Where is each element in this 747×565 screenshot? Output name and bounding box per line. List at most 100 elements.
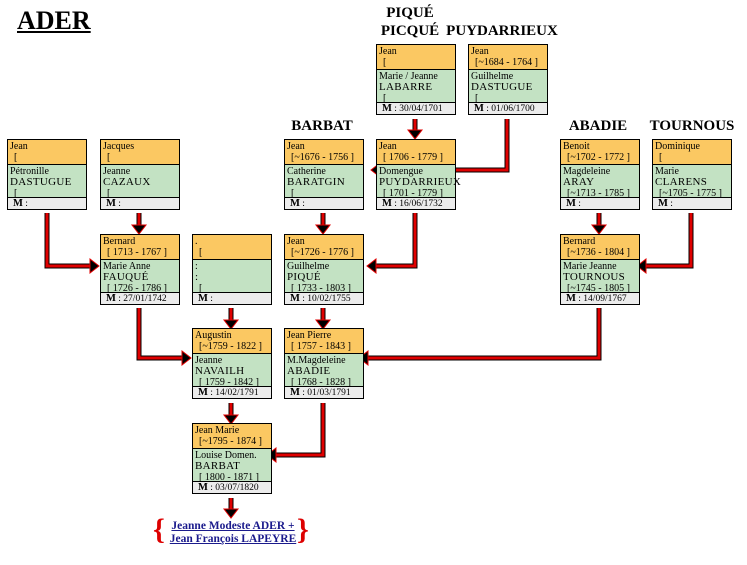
arrowhead-right (89, 257, 100, 275)
couple-box-puydarrieux[interactable]: Jean [ 1706 - 1779 ] Domengue PUYDARRIEU… (376, 139, 461, 210)
husband-section: Bernard [ 1713 - 1767 ] (101, 235, 179, 260)
marriage-row: M : 27/01/1742 (101, 293, 179, 304)
husband-section: Jacques [ (101, 140, 179, 165)
wife-dates: [ 1768 - 1828 ] (291, 377, 351, 388)
marriage-date: : (210, 294, 213, 304)
surname-label-abadie: ABADIE (568, 118, 628, 134)
couple-box-abadie[interactable]: Jean Pierre [ 1757 - 1843 ] M.Magdeleine… (284, 328, 364, 399)
marriage-row: M : 14/09/1767 (561, 293, 639, 304)
husband-dates: [ 1757 - 1843 ] (291, 341, 351, 352)
marriage-row: M : 16/06/1732 (377, 198, 455, 209)
couple-box-navailh[interactable]: Augustin [~1759 - 1822 ] Jeanne NAVAILH … (192, 328, 272, 399)
husband-dates: [ 1706 - 1779 ] (383, 152, 443, 163)
marriage-label: M (382, 103, 392, 114)
wife-dates: [ 1701 - 1779 ] (383, 188, 443, 199)
arrowhead-down (222, 414, 240, 425)
husband-section: Benoit [~1702 - 1772 ] (561, 140, 639, 165)
surname-label-puydarrieux: PUYDARRIEUX (446, 23, 558, 39)
couple-box-cazaux[interactable]: Jacques [ Jeanne CAZAUX [ M : (100, 139, 180, 210)
husband-dates: [~1795 - 1874 ] (199, 436, 262, 447)
marriage-row: M : (653, 198, 731, 209)
marriage-date: : 16/06/1732 (394, 199, 443, 209)
surname-pique: PIQUÉ (386, 5, 434, 21)
wife-section: Guilhelme DASTUGUE [ (469, 70, 547, 104)
husband-dates: [~1759 - 1822 ] (199, 341, 262, 352)
husband-dates: [~1702 - 1772 ] (567, 152, 630, 163)
descendants: Jeanne Modeste ADER + Jean François LAPE… (158, 520, 308, 546)
husband-name: Bernard (563, 236, 596, 247)
wife-section: Guilhelme PIQUÉ [ 1733 - 1803 ] (285, 260, 363, 294)
husband-section: Augustin [~1759 - 1822 ] (193, 329, 271, 354)
couple-box-tournous[interactable]: Bernard [~1736 - 1804 ] Marie Jeanne TOU… (560, 234, 640, 305)
arrowhead-down (406, 129, 424, 140)
couple-box-aray[interactable]: Benoit [~1702 - 1772 ] Magdeleine ARAY [… (560, 139, 640, 210)
right-brace-icon: } (297, 513, 309, 546)
husband-name: . (195, 236, 198, 247)
marriage-row: M : 14/02/1791 (193, 387, 271, 398)
wife-dates: [ 1800 - 1871 ] (199, 472, 259, 483)
wife-section: Domengue PUYDARRIEUX [ 1701 - 1779 ] (377, 165, 461, 199)
descendant-link-2[interactable]: Jean François LAPEYRE (169, 533, 297, 545)
wife-first-name: Jeanne (195, 355, 223, 366)
marriage-label: M (290, 387, 300, 398)
page-title: ADER (17, 6, 91, 35)
couple-box-baratgin[interactable]: Jean [~1676 - 1756 ] Catherine BARATGIN … (284, 139, 364, 210)
descendant-link-1[interactable]: Jeanne Modeste ADER + (171, 520, 295, 532)
marriage-row: M : (8, 198, 86, 209)
husband-dates: [~1726 - 1776 ] (291, 247, 354, 258)
arrowhead-down (130, 224, 148, 235)
link-abadie-barbat (276, 403, 325, 457)
marriage-row: M : (561, 198, 639, 209)
wife-first-name: Marie / Jeanne (379, 71, 438, 82)
arrowhead-left (366, 257, 377, 275)
husband-name: Dominique (655, 141, 700, 152)
surname-picque: PICQUÉ (380, 23, 440, 39)
wife-surname: NAVAILH (195, 365, 245, 377)
wife-section: M.Magdeleine ABADIE [ 1768 - 1828 ] (285, 354, 363, 388)
couple-box-unknown[interactable]: . [ : : [ M : (192, 234, 272, 305)
wife-dates: [ (14, 188, 18, 199)
couple-box-dastugue[interactable]: Jean [ Pétronille DASTUGUE [ M : (7, 139, 87, 210)
marriage-label: M (106, 198, 116, 209)
couple-box-dastugue-top[interactable]: Jean [~1684 - 1764 ] Guilhelme DASTUGUE … (468, 44, 548, 115)
marriage-date: : 14/09/1767 (578, 294, 627, 304)
link-puydarrieux-pique (376, 213, 417, 268)
wife-first-name: Catherine (287, 166, 326, 177)
husband-section: Jean [~1684 - 1764 ] (469, 45, 547, 70)
surname-label-barbat: BARBAT (291, 118, 353, 134)
marriage-label: M (658, 198, 668, 209)
marriage-row: M : 10/02/1755 (285, 293, 363, 304)
wife-first-name: Pétronille (10, 166, 49, 177)
wife-first-name: Marie (655, 166, 679, 177)
couple-box-labarre[interactable]: Jean [ Marie / Jeanne LABARRE [ M : 30/0… (376, 44, 456, 115)
husband-dates: [~1736 - 1804 ] (567, 247, 630, 258)
husband-section: Jean [ (8, 140, 86, 165)
wife-dates: [ (199, 283, 203, 294)
link-fauque-navailh (137, 308, 184, 360)
marriage-date: : (25, 199, 28, 209)
wife-first-name: Louise Domen. (195, 450, 257, 461)
husband-name: Jean (471, 46, 489, 57)
wife-first-name: M.Magdeleine (287, 355, 346, 366)
couple-box-pique[interactable]: Jean [~1726 - 1776 ] Guilhelme PIQUÉ [ 1… (284, 234, 364, 305)
husband-section: Jean [ 1706 - 1779 ] (377, 140, 455, 165)
arrowhead-down (222, 319, 240, 330)
wife-first-name: Jeanne (103, 166, 131, 177)
wife-dates: [ (475, 93, 479, 104)
marriage-date: : 01/06/1700 (486, 104, 535, 114)
wife-section: Marie / Jeanne LABARRE [ (377, 70, 455, 104)
arrowhead-down (314, 319, 332, 330)
arrowhead-down (222, 508, 240, 519)
couple-box-fauque[interactable]: Bernard [ 1713 - 1767 ] Marie Anne FAUQU… (100, 234, 180, 305)
marriage-label: M (290, 293, 300, 304)
couple-box-clarens[interactable]: Dominique [ Marie CLARENS [~1705 - 1775 … (652, 139, 732, 210)
marriage-label: M (566, 293, 576, 304)
husband-name: Jean Marie (195, 425, 240, 436)
marriage-date: : 14/02/1791 (210, 388, 259, 398)
wife-dates: [ 1726 - 1786 ] (107, 283, 167, 294)
wife-first-name: Guilhelme (287, 261, 330, 272)
wife-surname: PIQUÉ (287, 271, 321, 283)
wife-dates: [ 1733 - 1803 ] (291, 283, 351, 294)
wife-first-name: : (195, 261, 198, 272)
couple-box-barbat[interactable]: Jean Marie [~1795 - 1874 ] Louise Domen.… (192, 423, 272, 494)
